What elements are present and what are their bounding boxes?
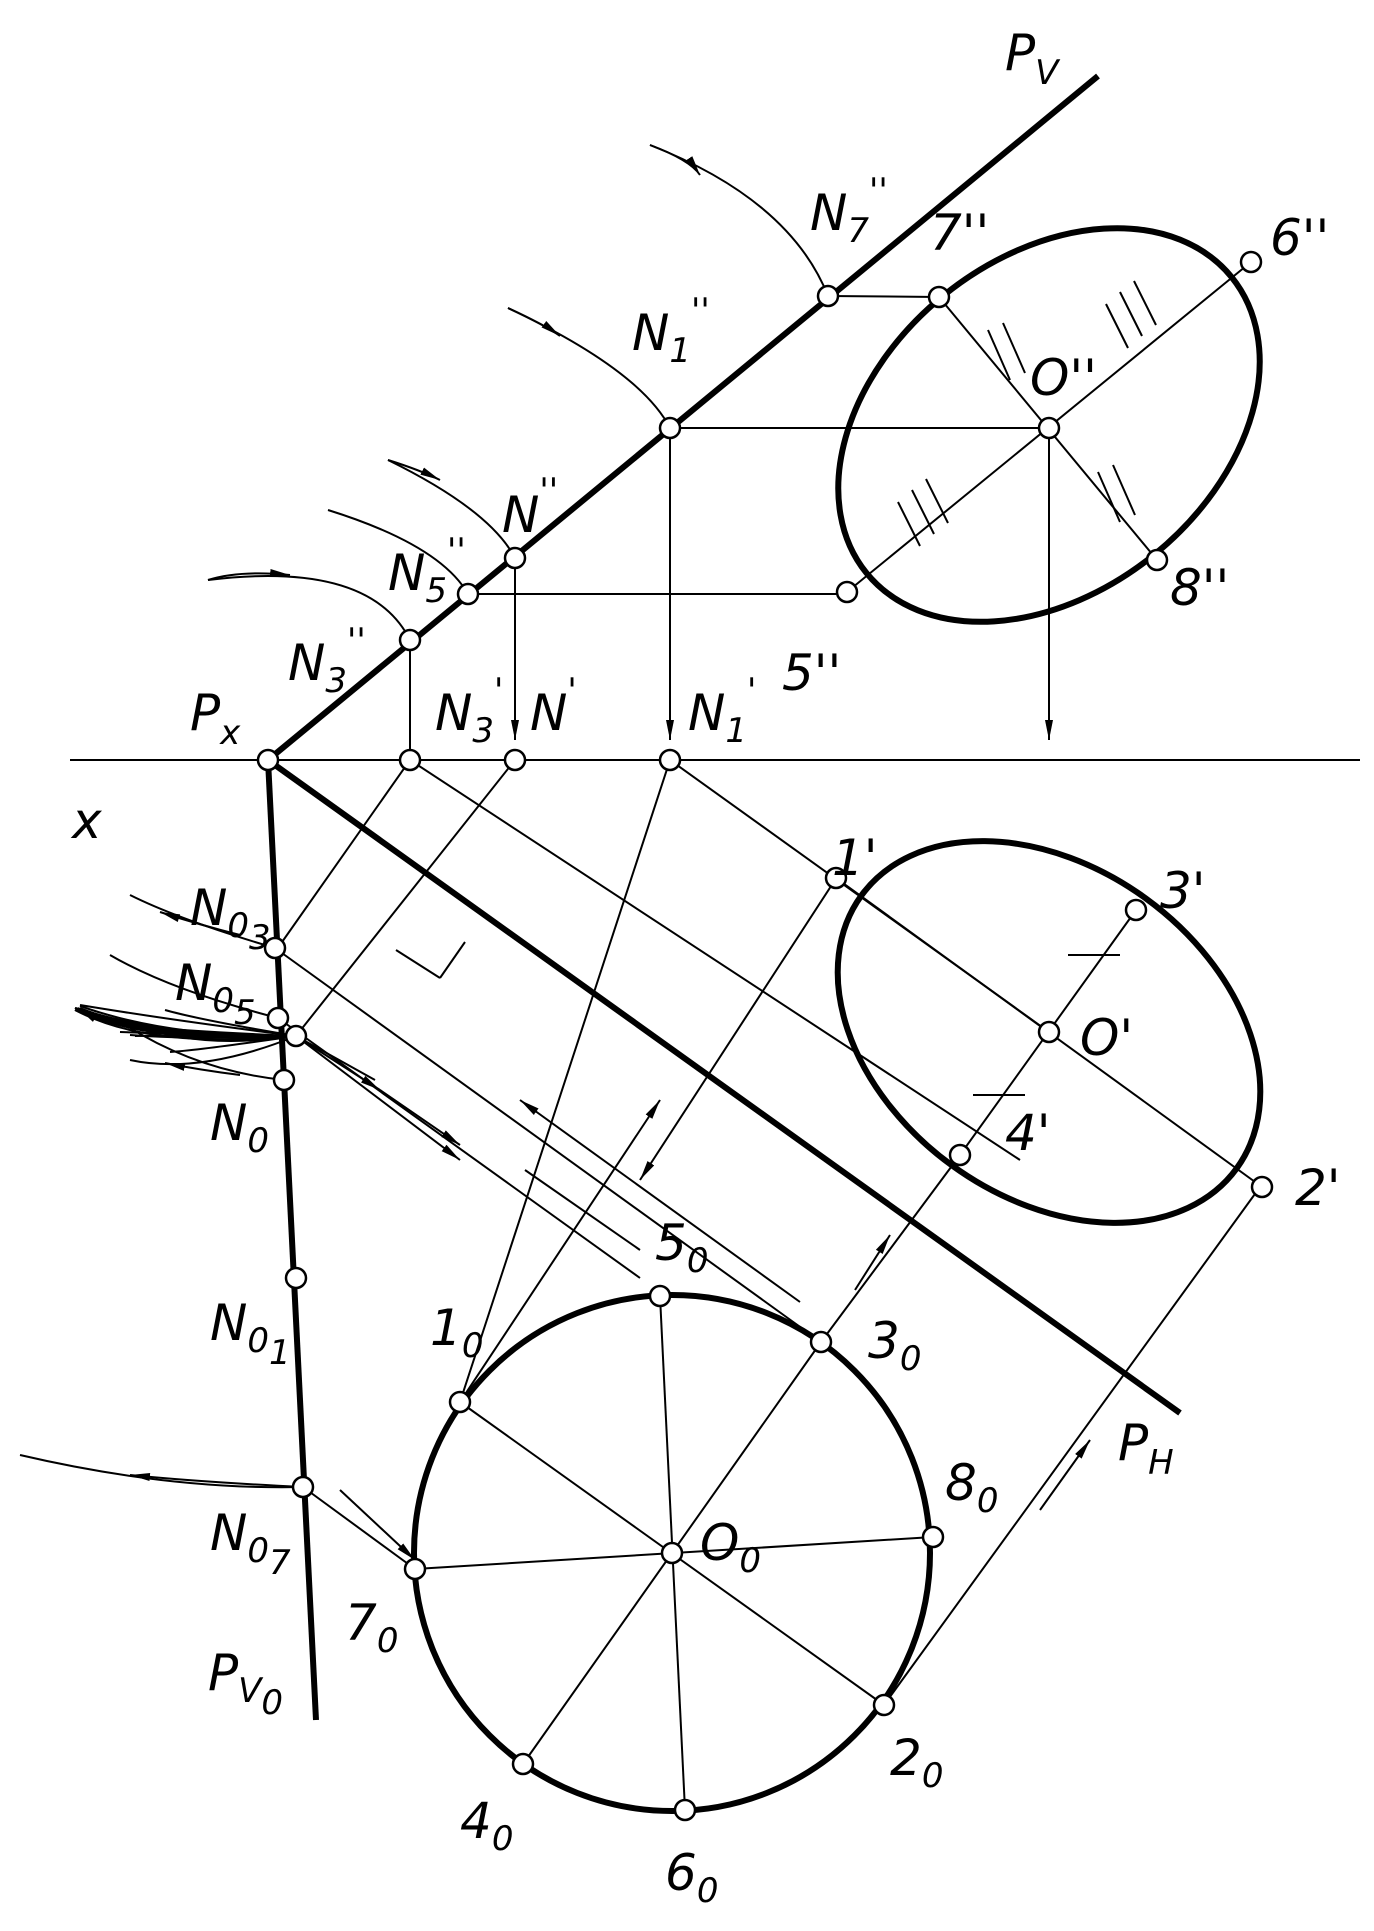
svg-text:5'': 5'': [782, 644, 841, 702]
svg-text:N05: N05: [175, 954, 256, 1033]
svg-text:70: 70: [345, 1594, 398, 1661]
construction-points: [256, 250, 1274, 1822]
svg-text:60: 60: [665, 1844, 718, 1911]
trace-pv0: [265, 759, 319, 1721]
svg-text:40: 40: [460, 1792, 513, 1859]
svg-text:N5'': N5'': [388, 531, 466, 611]
frontal-links: [409, 295, 1049, 760]
svg-text:N1': N1': [688, 671, 756, 751]
rotation-arrows: [19, 144, 829, 1489]
svg-text:Px: Px: [190, 684, 241, 753]
svg-text:N01: N01: [210, 1294, 291, 1373]
svg-text:50: 50: [655, 1214, 708, 1281]
svg-text:30: 30: [868, 1312, 921, 1379]
svg-text:1': 1': [832, 829, 878, 887]
label-pv: P: [1005, 24, 1036, 82]
svg-text:4': 4': [1005, 1104, 1051, 1162]
svg-text:O0: O0: [700, 1514, 761, 1581]
svg-text:PV: PV: [1005, 24, 1061, 93]
svg-text:N03: N03: [190, 879, 271, 958]
labels: PV Px PH PV0 x N7'' N1'' N'' N5'' N3'' N…: [70, 24, 1341, 1911]
svg-text:2': 2': [1295, 1159, 1341, 1217]
svg-text:x: x: [70, 792, 102, 850]
trace-pv: [266, 73, 1100, 763]
svg-text:N3'': N3'': [288, 621, 366, 701]
svg-text:N'': N'': [502, 471, 558, 544]
svg-text:80: 80: [945, 1454, 998, 1521]
svg-text:O'': O'': [1030, 349, 1097, 407]
svg-text:7'': 7'': [930, 204, 989, 262]
h-view-construction: [274, 759, 1261, 1706]
svg-text:N0: N0: [210, 1094, 269, 1161]
svg-text:N': N': [530, 671, 577, 742]
svg-text:N1'': N1'': [632, 291, 710, 371]
svg-text:N07: N07: [210, 1504, 291, 1583]
frontal-ellipse-construction: [846, 261, 1252, 740]
trace-ph: [266, 757, 1182, 1416]
svg-text:PH: PH: [1118, 1414, 1174, 1483]
svg-text:N3': N3': [435, 671, 503, 751]
svg-text:N7'': N7'': [810, 171, 888, 251]
svg-text:8'': 8'': [1170, 559, 1229, 617]
svg-text:O': O': [1080, 1009, 1133, 1067]
svg-text:6'': 6'': [1270, 209, 1329, 267]
projectors-to-pv0: [274, 759, 1021, 1403]
svg-text:10: 10: [430, 1299, 483, 1366]
svg-text:20: 20: [890, 1729, 943, 1796]
svg-text:3': 3': [1160, 862, 1206, 920]
svg-text:PV0: PV0: [208, 1644, 283, 1723]
